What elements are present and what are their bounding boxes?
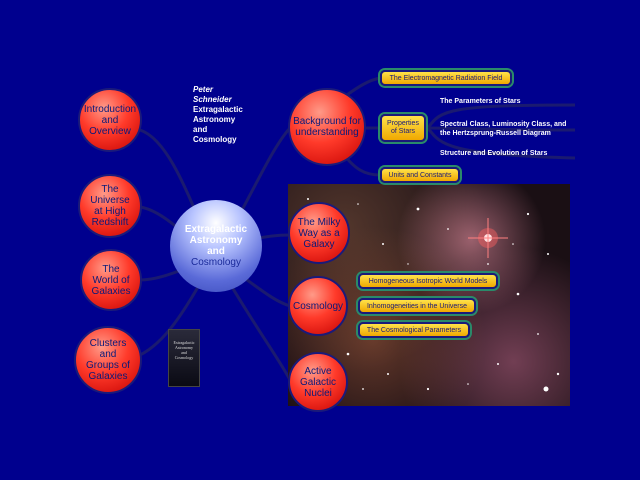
book-title-2: Astronomy xyxy=(175,345,193,350)
node-text: Overview xyxy=(89,125,131,137)
node-text: and xyxy=(99,349,117,360)
book-title-4: Cosmology xyxy=(174,355,194,360)
center-line-1: Extragalactic xyxy=(184,224,248,235)
author-line-4: Astronomy xyxy=(193,115,236,124)
author-line-3: Extragalactic xyxy=(193,105,243,114)
topic-units-constants[interactable]: Units and Constants xyxy=(380,167,460,183)
topic-cosmological-parameters[interactable]: The Cosmological Parameters xyxy=(358,322,470,338)
properties-line-2: of Stars xyxy=(390,128,416,135)
node-text: Galactic xyxy=(299,376,337,388)
topic-structure-evolution[interactable]: Structure and Evolution of Stars xyxy=(440,150,548,157)
topic-properties-of-stars[interactable]: Properties of Stars xyxy=(380,114,426,142)
topic-hr-diagram[interactable]: the Hertzsprung-Russell Diagram xyxy=(440,130,551,137)
node-text: Cosmology xyxy=(292,300,344,312)
node-text: The xyxy=(101,184,119,195)
topic-parameters-of-stars[interactable]: The Parameters of Stars xyxy=(440,98,521,105)
node-active-galactic-nuclei[interactable]: Active Galactic Nuclei xyxy=(288,352,348,412)
node-text: Active xyxy=(304,365,332,377)
center-node[interactable]: Extragalactic Astronomy and Cosmology xyxy=(170,200,262,292)
node-background[interactable]: Background for understanding xyxy=(288,88,366,166)
node-text: Universe xyxy=(90,195,130,206)
author-line-5: and xyxy=(193,125,208,134)
node-clusters-groups[interactable]: Clusters and Groups of Galaxies xyxy=(74,326,142,394)
node-text: The xyxy=(102,263,120,275)
node-world-of-galaxies[interactable]: The World of Galaxies xyxy=(80,249,142,311)
node-text: Galaxy xyxy=(303,238,335,250)
node-cosmology[interactable]: Cosmology xyxy=(288,276,348,336)
node-text: Redshift xyxy=(91,217,129,228)
star-field xyxy=(301,198,560,392)
node-text: Introduction xyxy=(83,103,137,115)
author-line-6: Cosmology xyxy=(193,135,237,144)
node-text: at High xyxy=(94,206,126,217)
book-title-1: Extragalactic xyxy=(173,340,195,345)
center-line-3: and xyxy=(207,246,225,257)
node-text: Nuclei xyxy=(304,387,332,399)
node-introduction[interactable]: Introduction and Overview xyxy=(78,88,142,152)
node-universe-high-redshift[interactable]: The Universe at High Redshift xyxy=(78,174,142,238)
author-line-2: Schneider xyxy=(193,95,232,104)
node-text: and xyxy=(101,114,119,126)
node-text: World of xyxy=(92,274,130,286)
author-line-1: Peter xyxy=(193,85,214,94)
author-block: Peter Schneider Extragalactic Astronomy … xyxy=(193,85,243,145)
topic-homogeneous-models[interactable]: Homogeneous Isotropic World Models xyxy=(358,273,498,289)
node-text: Groups of xyxy=(86,360,130,371)
center-line-4: Cosmology xyxy=(190,257,241,268)
center-line-2: Astronomy xyxy=(189,235,243,246)
topic-em-radiation-field[interactable]: The Electromagnetic Radiation Field xyxy=(380,70,512,86)
book-cover-image: Extragalactic Astronomy and Cosmology xyxy=(168,329,200,387)
node-text: Clusters xyxy=(89,338,127,349)
node-text: The Milky xyxy=(297,216,341,228)
topic-inhomogeneities[interactable]: Inhomogeneities in the Universe xyxy=(358,298,476,314)
book-title-3: and xyxy=(181,350,187,355)
node-text: Galaxies xyxy=(88,371,128,382)
node-text: understanding xyxy=(295,127,359,138)
node-text: Galaxies xyxy=(91,285,131,297)
topic-spectral-class[interactable]: Spectral Class, Luminosity Class, and xyxy=(440,121,567,128)
node-text: Way as a xyxy=(298,227,340,239)
properties-line-1: Properties xyxy=(387,120,419,127)
node-text: Background for xyxy=(293,116,361,127)
node-milky-way[interactable]: The Milky Way as a Galaxy xyxy=(288,202,350,264)
